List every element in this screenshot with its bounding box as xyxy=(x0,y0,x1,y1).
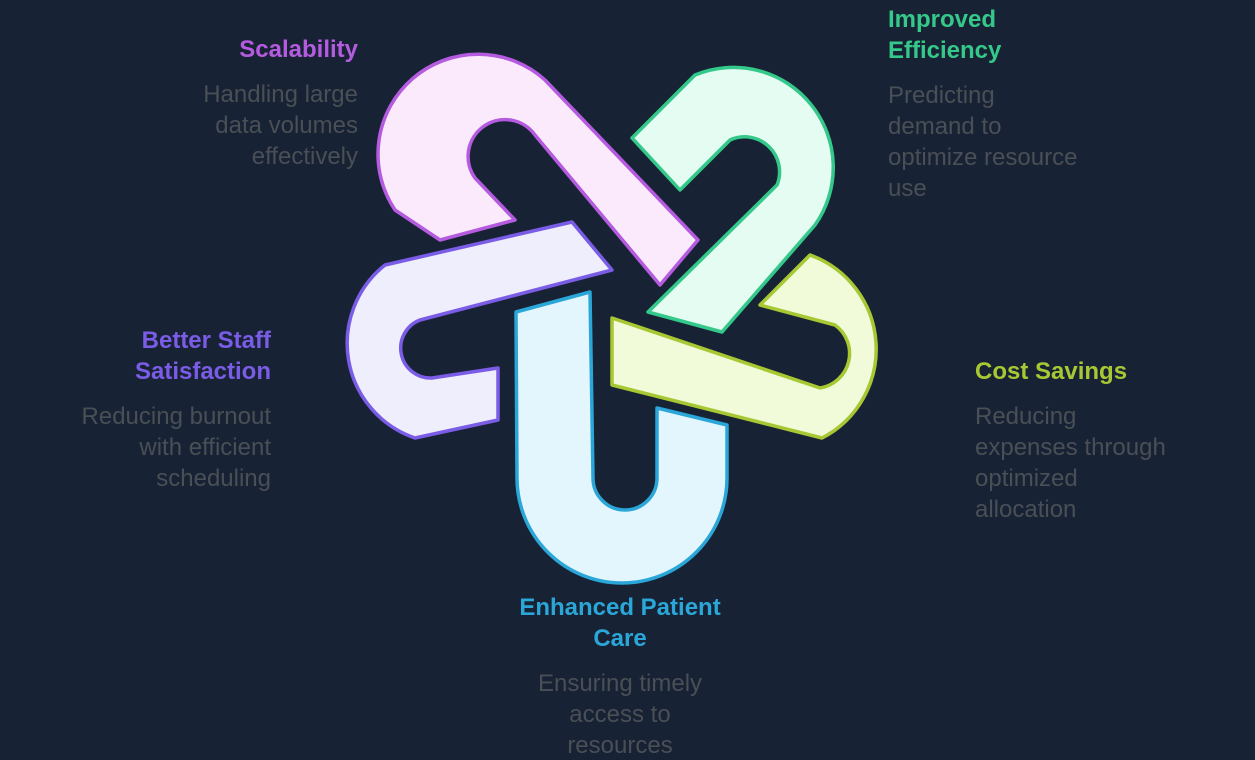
scalability-link-shape xyxy=(376,52,700,287)
patient-title: Enhanced Patient Care xyxy=(519,594,721,652)
staff-description: Reducing burnout with efficient scheduli… xyxy=(81,403,271,492)
cost-title: Cost Savings xyxy=(975,358,1128,385)
patient-block: Enhanced Patient Care Ensuring timely ac… xyxy=(470,592,770,760)
efficiency-block: Improved Efficiency Predicting demand to… xyxy=(888,4,1188,204)
efficiency-link-shape xyxy=(630,65,835,334)
scalability-block: Scalability Handling large data volumes … xyxy=(100,34,358,172)
patient-link-shape xyxy=(514,290,729,585)
efficiency-description: Predicting demand to optimize resource u… xyxy=(888,82,1078,202)
staff-link-shape xyxy=(345,220,614,440)
staff-block: Better Staff Satisfaction Reducing burno… xyxy=(0,325,271,494)
staff-title: Better Staff Satisfaction xyxy=(134,327,271,385)
scalability-title: Scalability xyxy=(239,36,358,63)
patient-description: Ensuring timely access to resources xyxy=(537,670,703,759)
cost-description: Reducing expenses through optimized allo… xyxy=(975,403,1166,523)
cost-link-shape xyxy=(610,253,878,440)
scalability-description: Handling large data volumes effectively xyxy=(203,81,358,170)
efficiency-title: Improved Efficiency xyxy=(888,6,1002,64)
cost-block: Cost Savings Reducing expenses through o… xyxy=(975,356,1245,525)
